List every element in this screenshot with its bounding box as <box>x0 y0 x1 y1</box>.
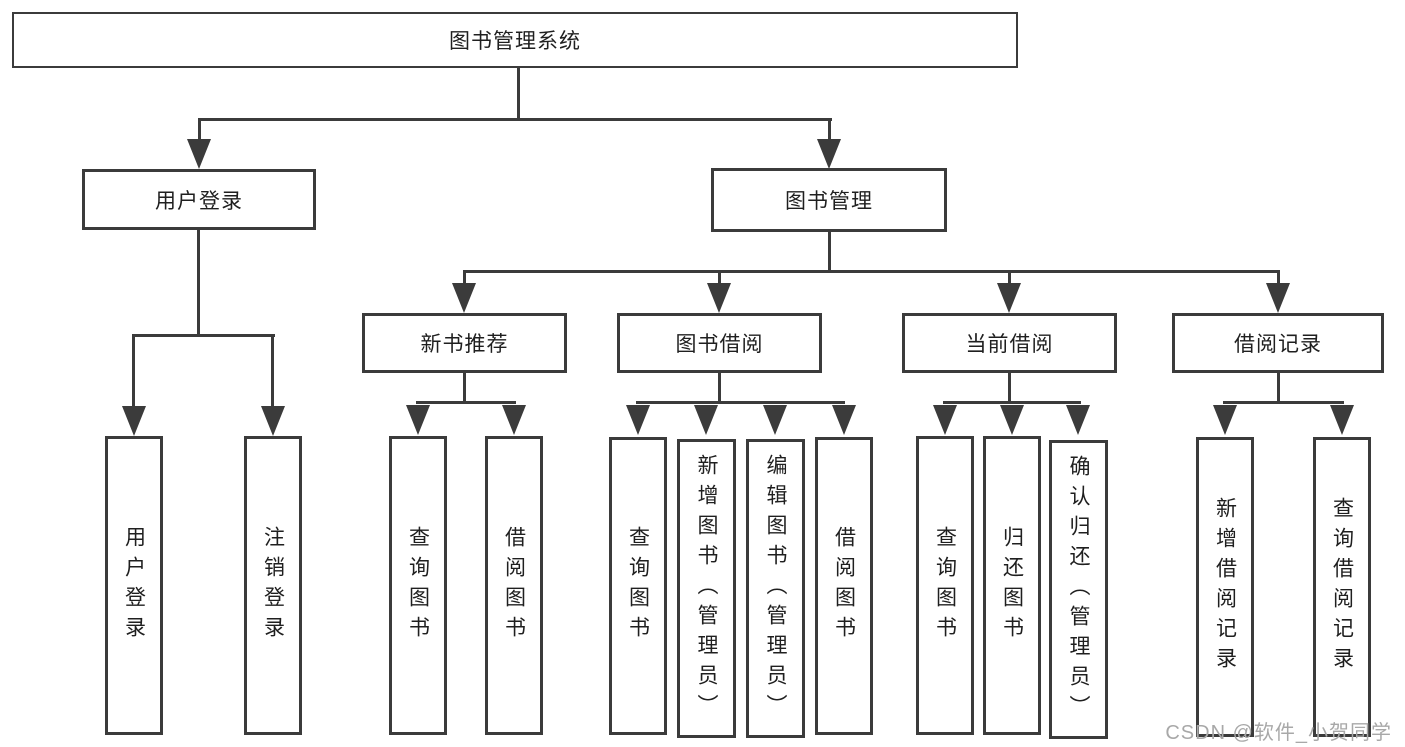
connector-drop <box>718 270 721 286</box>
leaf-confirm-return-admin: 确认归还（管理员） <box>1049 440 1108 739</box>
arrowhead-down-icon <box>626 405 650 435</box>
leaf-return-book: 归还图书 <box>983 436 1041 735</box>
leaf-query-books-borrowing-label: 查询图书 <box>626 526 650 646</box>
connector-drop <box>198 118 201 140</box>
leaf-query-borrow-record: 查询借阅记录 <box>1313 437 1371 737</box>
node-user-login-label: 用户登录 <box>155 189 243 213</box>
connector-drop <box>828 118 831 140</box>
node-root-label: 图书管理系统 <box>449 30 581 53</box>
leaf-add-borrow-record-label: 新增借阅记录 <box>1213 497 1237 677</box>
leaf-logout: 注销登录 <box>244 436 302 735</box>
node-book-management-label: 图书管理 <box>785 190 873 213</box>
connector-hline <box>636 401 845 404</box>
connector-drop <box>1008 270 1011 286</box>
arrowhead-down-icon <box>452 283 476 313</box>
arrowhead-down-icon <box>261 406 285 436</box>
node-borrowing-records-label: 借阅记录 <box>1234 333 1322 356</box>
connector-level2-hline <box>198 118 832 121</box>
arrowhead-down-icon <box>694 405 718 435</box>
leaf-user-login: 用户登录 <box>105 436 163 735</box>
arrowhead-down-icon <box>1066 405 1090 435</box>
leaf-query-books-borrowing: 查询图书 <box>609 437 667 735</box>
leaf-borrow-books-borrowing: 借阅图书 <box>815 437 873 735</box>
connector-trunk <box>718 373 721 404</box>
leaf-query-books-recommend-label: 查询图书 <box>406 525 430 646</box>
node-root: 图书管理系统 <box>12 12 1018 68</box>
leaf-query-borrow-record-label: 查询借阅记录 <box>1330 497 1354 677</box>
connector-drop <box>271 334 274 408</box>
arrowhead-down-icon <box>933 405 957 435</box>
arrowhead-down-icon <box>1330 405 1354 435</box>
leaf-query-books-recommend: 查询图书 <box>389 436 447 735</box>
leaf-logout-label: 注销登录 <box>261 525 285 646</box>
connector-trunk <box>1277 373 1280 404</box>
node-current-borrowing: 当前借阅 <box>902 313 1117 373</box>
leaf-borrow-books-recommend: 借阅图书 <box>485 436 543 735</box>
arrowhead-down-icon <box>187 139 211 169</box>
node-book-borrowing-label: 图书借阅 <box>675 333 764 356</box>
csdn-watermark: CSDN @软件_小贺同学 <box>1165 722 1392 744</box>
arrowhead-down-icon <box>122 406 146 436</box>
connector-trunk <box>1008 373 1011 404</box>
leaf-query-books-current: 查询图书 <box>916 436 974 735</box>
arrowhead-down-icon <box>1000 405 1024 435</box>
connector-hline <box>943 401 1081 404</box>
arrowhead-down-icon <box>817 139 841 169</box>
connector-user-login-hline <box>132 334 275 337</box>
connector-drop <box>463 270 466 286</box>
leaf-add-book-admin: 新增图书（管理员） <box>677 439 736 738</box>
leaf-add-book-admin-label: 新增图书（管理员） <box>695 453 718 724</box>
node-book-borrowing: 图书借阅 <box>617 313 822 373</box>
connector-drop <box>1277 270 1280 286</box>
arrowhead-down-icon <box>406 405 430 435</box>
leaf-query-books-current-label: 查询图书 <box>933 525 957 646</box>
leaf-confirm-return-admin-label: 确认归还（管理员） <box>1067 454 1090 725</box>
node-borrowing-records: 借阅记录 <box>1172 313 1384 373</box>
connector-book-mgmt-trunk <box>828 232 831 273</box>
leaf-return-book-label: 归还图书 <box>1000 525 1024 646</box>
arrowhead-down-icon <box>1266 283 1290 313</box>
leaf-user-login-label: 用户登录 <box>122 525 146 646</box>
arrowhead-down-icon <box>707 283 731 313</box>
connector-drop <box>132 334 135 408</box>
connector-hline <box>1223 401 1344 404</box>
node-current-borrowing-label: 当前借阅 <box>965 333 1054 356</box>
arrowhead-down-icon <box>1213 405 1237 435</box>
arrowhead-down-icon <box>832 405 856 435</box>
connector-user-login-trunk <box>197 230 200 337</box>
connector-root-trunk <box>517 68 520 121</box>
connector-trunk <box>463 373 466 404</box>
arrowhead-down-icon <box>997 283 1021 313</box>
connector-hline <box>416 401 516 404</box>
leaf-add-borrow-record: 新增借阅记录 <box>1196 437 1254 737</box>
node-user-login: 用户登录 <box>82 169 316 230</box>
leaf-borrow-books-borrowing-label: 借阅图书 <box>832 526 856 646</box>
node-new-book-recommend-label: 新书推荐 <box>420 333 509 356</box>
leaf-edit-book-admin: 编辑图书（管理员） <box>746 439 805 738</box>
leaf-edit-book-admin-label: 编辑图书（管理员） <box>764 453 787 724</box>
node-book-management: 图书管理 <box>711 168 947 232</box>
leaf-borrow-books-recommend-label: 借阅图书 <box>502 525 526 646</box>
arrowhead-down-icon <box>763 405 787 435</box>
node-new-book-recommend: 新书推荐 <box>362 313 567 373</box>
connector-level3-hline <box>463 270 1280 273</box>
arrowhead-down-icon <box>502 405 526 435</box>
